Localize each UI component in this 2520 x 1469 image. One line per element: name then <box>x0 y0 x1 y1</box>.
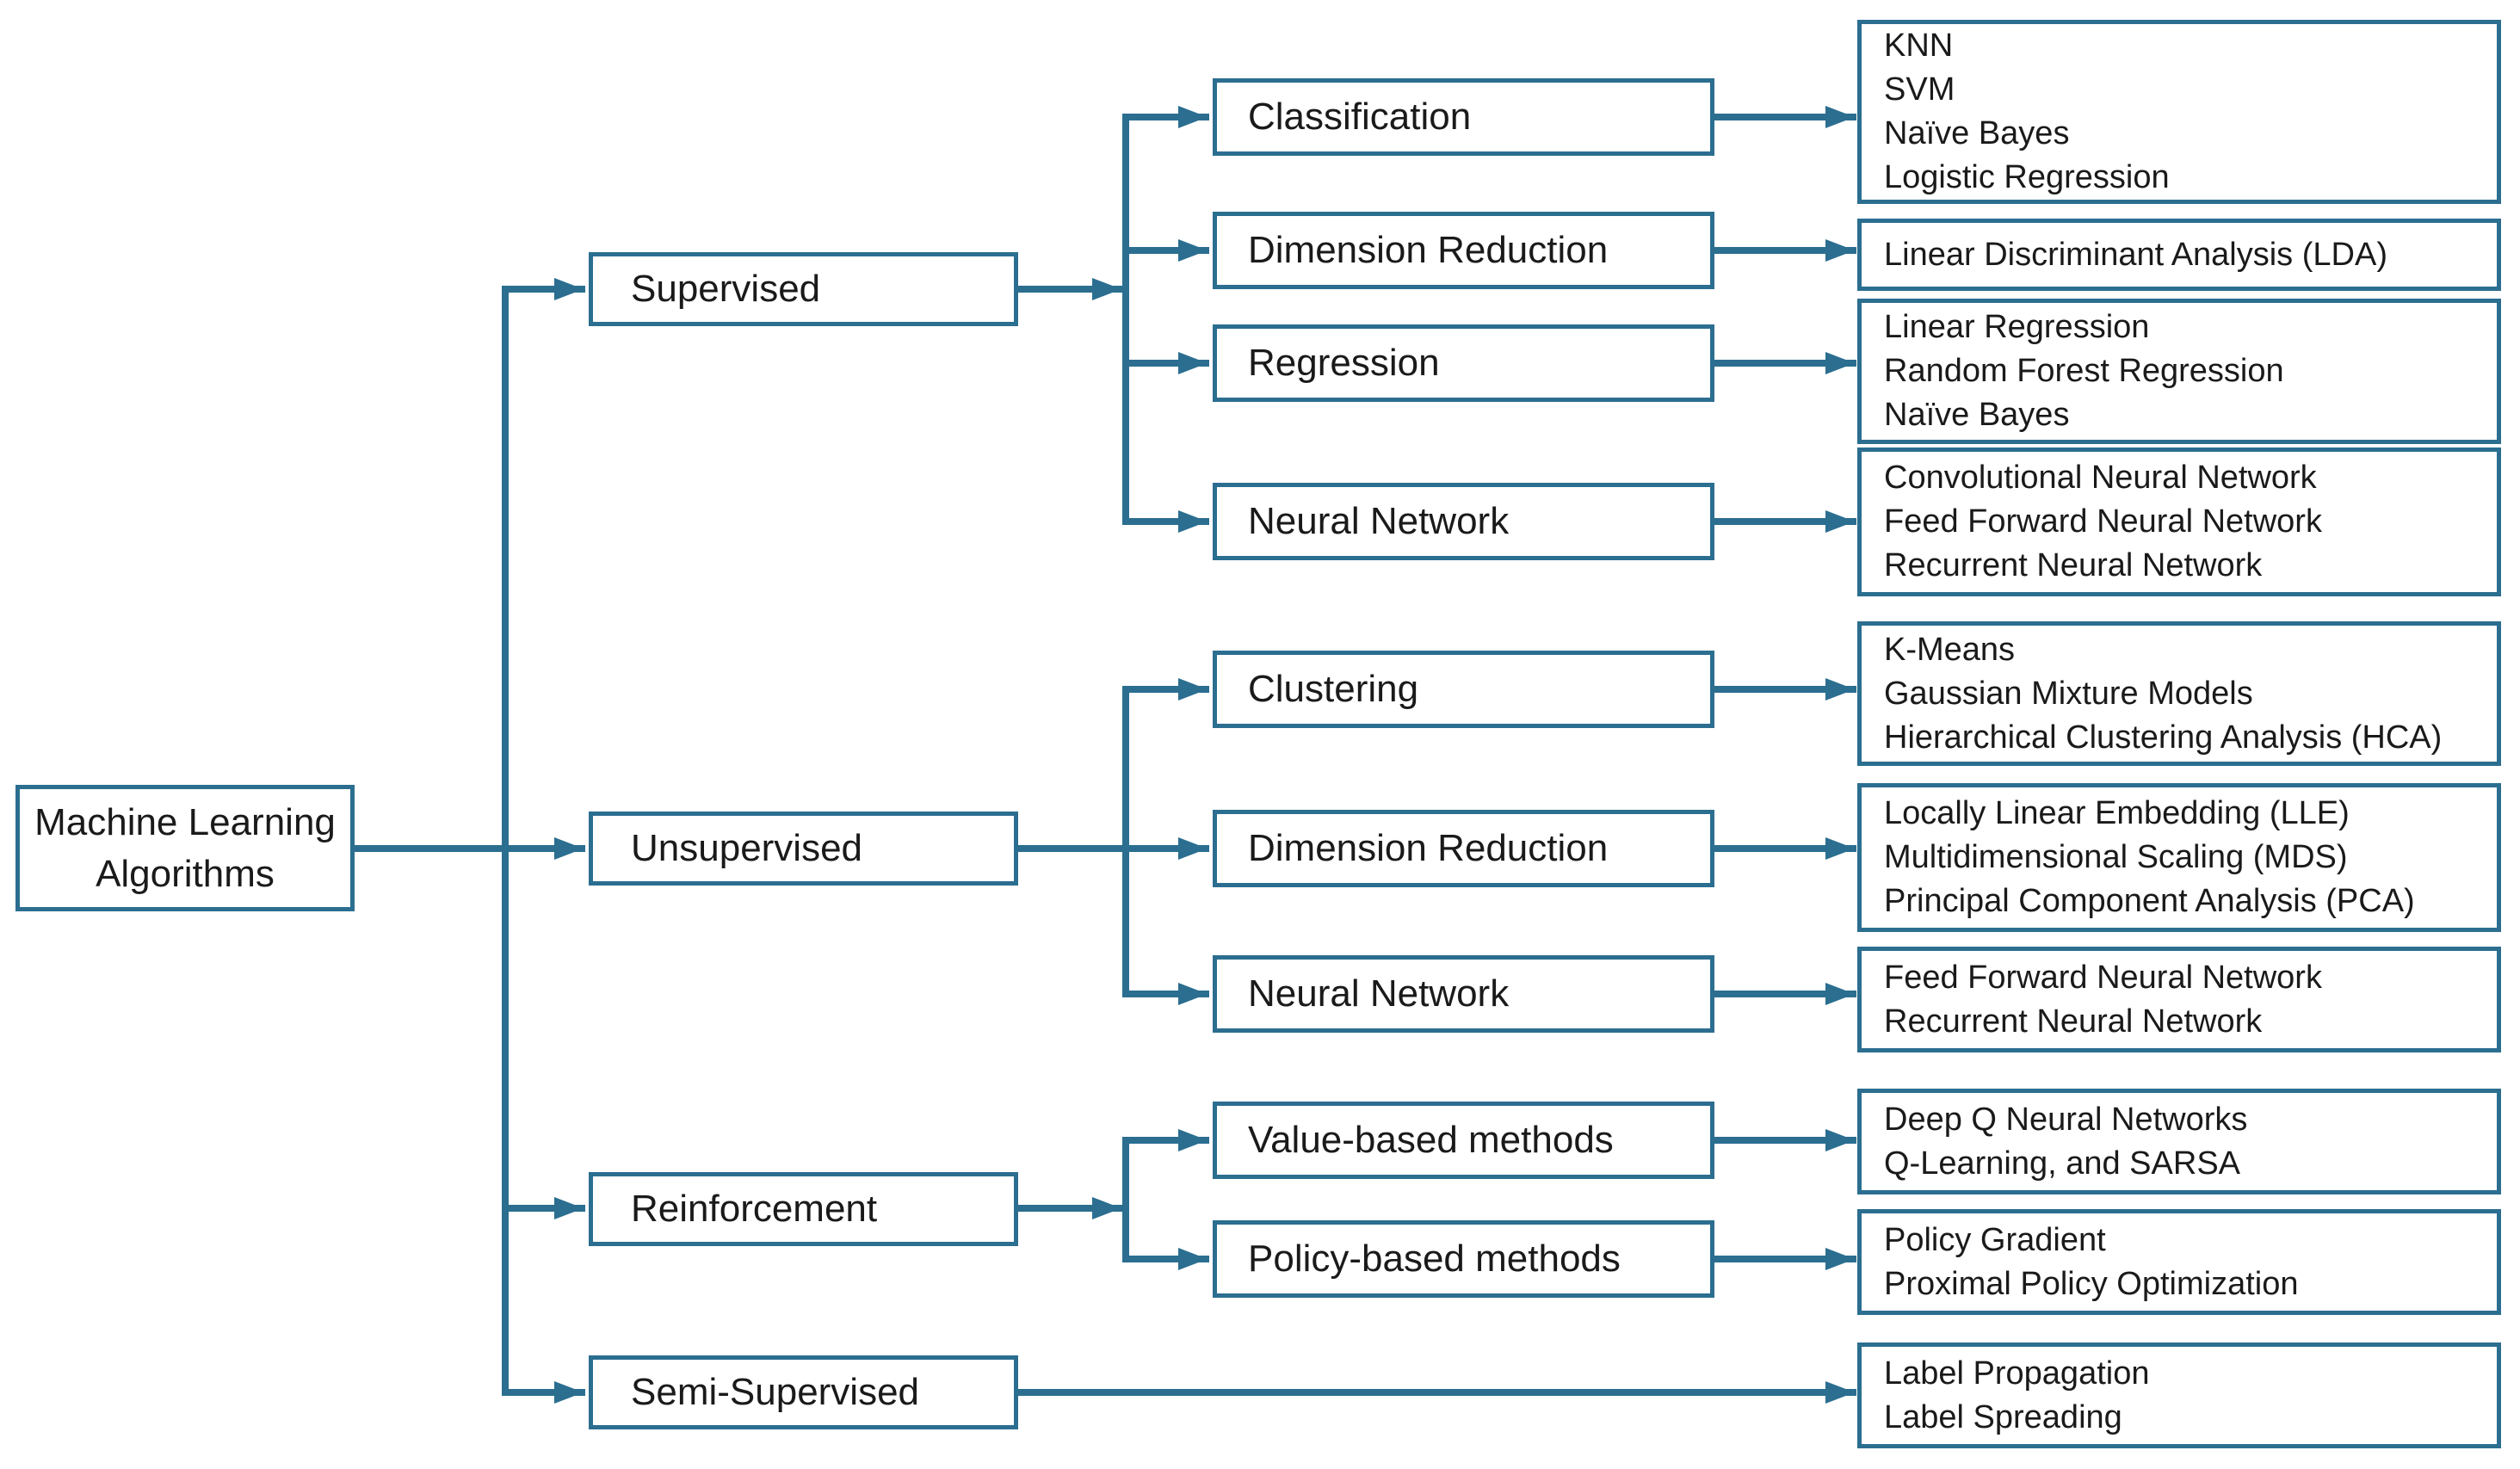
category-classification: Classification <box>1213 78 1714 156</box>
category-dimension-reduction-unsupervised: Dimension Reduction <box>1213 810 1714 887</box>
leaf-policy-based-algorithms: Policy Gradient Proximal Policy Optimiza… <box>1857 1209 2501 1315</box>
branch-supervised: Supervised <box>589 252 1018 326</box>
branch-reinforcement: Reinforcement <box>589 1172 1018 1246</box>
branch-semi-supervised: Semi-Supervised <box>589 1355 1018 1429</box>
category-regression: Regression <box>1213 324 1714 402</box>
category-neural-network-unsupervised: Neural Network <box>1213 955 1714 1033</box>
leaf-dimension-reduction-supervised-algorithms: Linear Discriminant Analysis (LDA) <box>1857 219 2501 291</box>
branch-unsupervised: Unsupervised <box>589 812 1018 886</box>
leaf-semi-supervised-algorithms: Label Propagation Label Spreading <box>1857 1342 2501 1448</box>
leaf-clustering-algorithms: K-Means Gaussian Mixture Models Hierarch… <box>1857 621 2501 766</box>
leaf-dimension-reduction-unsupervised-algorithms: Locally Linear Embedding (LLE) Multidime… <box>1857 783 2501 932</box>
category-clustering: Clustering <box>1213 651 1714 728</box>
root-node-machine-learning-algorithms: Machine Learning Algorithms <box>15 785 355 911</box>
leaf-classification-algorithms: KNN SVM Naïve Bayes Logistic Regression <box>1857 20 2501 204</box>
category-value-based-methods: Value-based methods <box>1213 1102 1714 1179</box>
category-neural-network-supervised: Neural Network <box>1213 483 1714 560</box>
category-policy-based-methods: Policy-based methods <box>1213 1220 1714 1298</box>
leaf-regression-algorithms: Linear Regression Random Forest Regressi… <box>1857 299 2501 444</box>
leaf-neural-network-supervised-algorithms: Convolutional Neural Network Feed Forwar… <box>1857 447 2501 596</box>
leaf-neural-network-unsupervised-algorithms: Feed Forward Neural Network Recurrent Ne… <box>1857 947 2501 1052</box>
category-dimension-reduction-supervised: Dimension Reduction <box>1213 212 1714 289</box>
leaf-value-based-algorithms: Deep Q Neural Networks Q-Learning, and S… <box>1857 1089 2501 1194</box>
